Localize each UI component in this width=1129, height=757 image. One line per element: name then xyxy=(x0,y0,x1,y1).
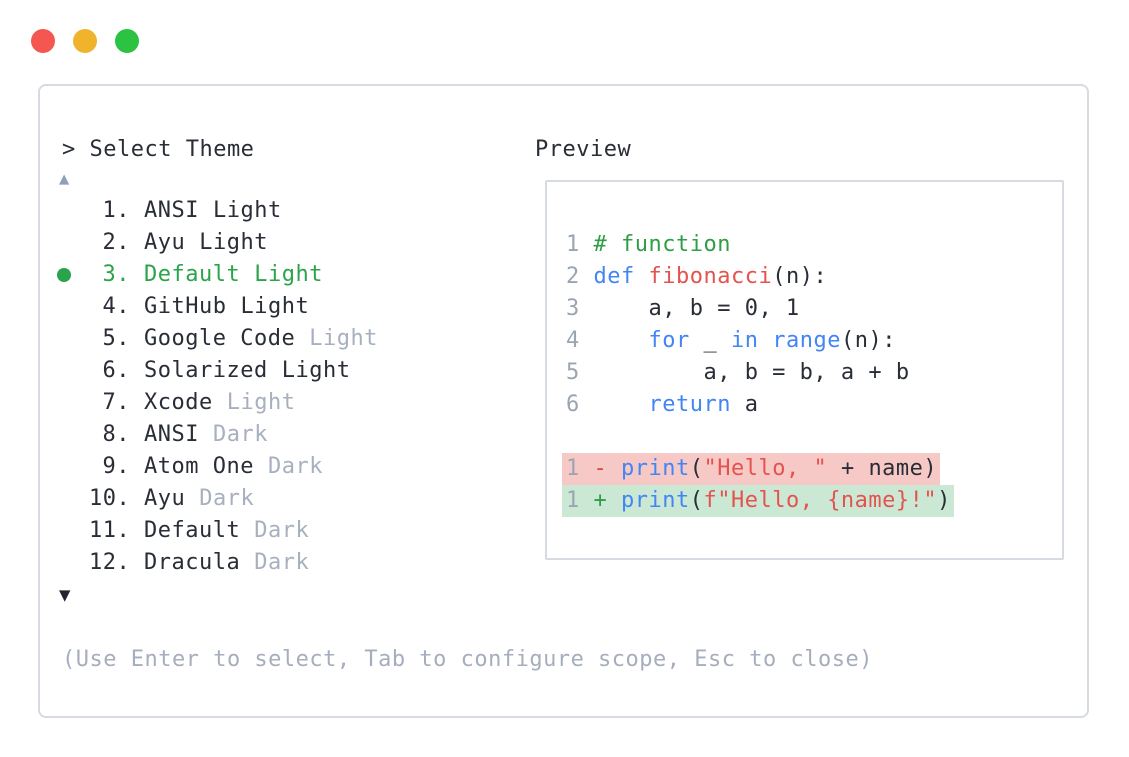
line-number: 1 xyxy=(566,456,580,481)
diff-line-added: 1 + print(f"Hello, {name}!") xyxy=(562,485,1062,517)
line-number: 6 xyxy=(566,392,580,417)
line-number: 3 xyxy=(566,296,580,321)
window-controls xyxy=(31,29,139,53)
scroll-down-icon[interactable]: ▼ xyxy=(59,584,71,606)
theme-number: 6. xyxy=(102,358,130,383)
theme-name: Default xyxy=(144,262,241,287)
selected-bullet-icon xyxy=(57,268,71,282)
theme-name: GitHub xyxy=(144,294,227,319)
theme-item[interactable]: 1. ANSI Light xyxy=(62,195,378,227)
code-blank-line xyxy=(566,421,1062,453)
theme-variant: Light xyxy=(254,262,323,287)
theme-item[interactable]: 2. Ayu Light xyxy=(62,227,378,259)
theme-variant: Light xyxy=(212,198,282,223)
theme-item[interactable]: 12. Dracula Dark xyxy=(62,547,378,579)
scroll-up-icon[interactable]: ▲ xyxy=(59,169,70,189)
theme-name: Google Code xyxy=(144,326,296,351)
code-line: 2 def fibonacci(n): xyxy=(566,264,828,289)
theme-variant: Light xyxy=(309,326,378,351)
theme-variant: Light xyxy=(199,230,268,255)
picker-title: > Select Theme xyxy=(62,137,255,162)
theme-name: Dracula xyxy=(144,550,241,575)
code-line: 6 return a xyxy=(566,392,759,417)
theme-number: 8. xyxy=(102,422,130,447)
footer-hint: (Use Enter to select, Tab to configure s… xyxy=(62,647,873,672)
theme-number: 4. xyxy=(102,294,130,319)
theme-variant: Dark xyxy=(254,518,310,543)
code-line: 4 for _ in range(n): xyxy=(566,328,896,353)
theme-variant: Dark xyxy=(199,486,255,511)
theme-item[interactable]: 11. Default Dark xyxy=(62,515,378,547)
theme-item[interactable]: 7. Xcode Light xyxy=(62,387,378,419)
theme-item[interactable]: 6. Solarized Light xyxy=(62,355,378,387)
theme-name: Ayu xyxy=(144,486,186,511)
theme-item[interactable]: 8. ANSI Dark xyxy=(62,419,378,451)
theme-name: Solarized xyxy=(144,358,268,383)
theme-name: ANSI xyxy=(144,422,199,447)
preview-box: 1 # function 2 def fibonacci(n): 3 a, b = … xyxy=(545,180,1064,560)
line-number: 4 xyxy=(566,328,580,353)
theme-name: ANSI xyxy=(144,198,199,223)
theme-name: Atom One xyxy=(144,454,254,479)
theme-item[interactable]: 10. Ayu Dark xyxy=(62,483,378,515)
theme-name: Xcode xyxy=(144,390,213,415)
theme-variant: Light xyxy=(240,294,310,319)
code-line: 1 # function xyxy=(566,232,731,257)
theme-number: 3. xyxy=(102,262,130,287)
line-number: 2 xyxy=(566,264,580,289)
theme-item[interactable]: 5. Google Code Light xyxy=(62,323,378,355)
preview-title: Preview xyxy=(535,137,632,162)
zoom-button[interactable] xyxy=(115,29,139,53)
code-line: 3 a, b = 0, 1 xyxy=(566,296,800,321)
theme-number: 12. xyxy=(89,550,131,575)
theme-name: Ayu xyxy=(144,230,186,255)
line-number: 5 xyxy=(566,360,580,385)
theme-item[interactable]: 9. Atom One Dark xyxy=(62,451,378,483)
theme-number: 7. xyxy=(102,390,130,415)
theme-variant: Dark xyxy=(254,550,310,575)
theme-item[interactable]: 4. GitHub Light xyxy=(62,291,378,323)
theme-number: 5. xyxy=(102,326,130,351)
theme-name: Default xyxy=(144,518,241,543)
diff-line-removed: 1 - print("Hello, " + name) xyxy=(562,453,1062,485)
code-line: 5 a, b = b, a + b xyxy=(566,360,910,385)
theme-variant: Light xyxy=(226,390,296,415)
theme-number: 11. xyxy=(89,518,131,543)
theme-variant: Dark xyxy=(267,454,323,479)
line-number: 1 xyxy=(566,232,580,257)
close-button[interactable] xyxy=(31,29,55,53)
theme-variant: Light xyxy=(281,358,351,383)
theme-item[interactable]: 3. Default Light xyxy=(57,259,378,291)
theme-number: 9. xyxy=(102,454,130,479)
minimize-button[interactable] xyxy=(73,29,97,53)
code-preview: 1 # function 2 def fibonacci(n): 3 a, b = … xyxy=(547,182,1062,517)
theme-number: 2. xyxy=(102,230,130,255)
theme-number: 1. xyxy=(102,198,130,223)
theme-variant: Dark xyxy=(212,422,268,447)
line-number: 1 xyxy=(566,488,580,513)
theme-number: 10. xyxy=(89,486,131,511)
